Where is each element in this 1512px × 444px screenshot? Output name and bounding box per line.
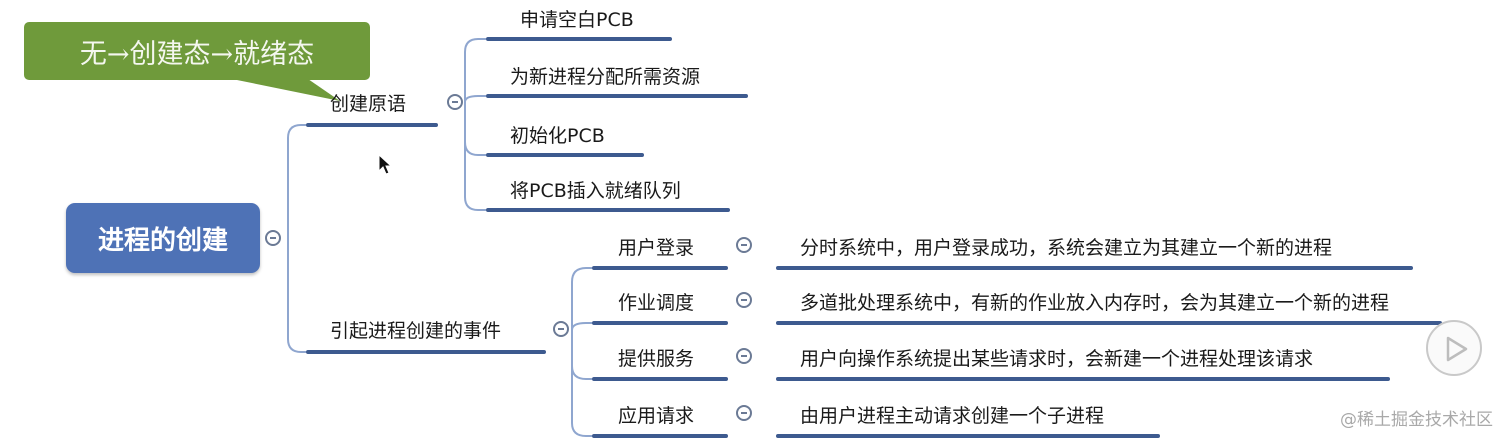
event-item-1-detail-line (776, 266, 1413, 270)
root-collapse-icon[interactable] (265, 230, 281, 246)
callout-text: 无→创建态→就绪态 (79, 38, 315, 70)
branch-events-label[interactable]: 引起进程创建的事件 (330, 320, 502, 342)
event-item-2-detail-line (776, 321, 1442, 325)
primitive-item-2-line (486, 94, 748, 98)
callout-bubble (24, 22, 370, 80)
primitive-item-4[interactable]: 将PCB插入就绪队列 (510, 180, 681, 202)
primitive-item-1-line (486, 37, 672, 41)
mouse-cursor-icon (378, 154, 392, 175)
event-item-4-line (592, 434, 728, 438)
event-item-3-line (592, 377, 728, 381)
event-item-4-detail-line (776, 434, 1160, 438)
branch-primitive-line (306, 123, 438, 127)
branch-events-collapse-icon[interactable] (553, 321, 569, 337)
event-item-1-detail[interactable]: 分时系统中，用户登录成功，系统会建立为其建立一个新的进程 (800, 237, 1333, 259)
event-item-2-collapse-icon[interactable] (736, 292, 752, 308)
branch-primitive-label[interactable]: 创建原语 (330, 93, 407, 115)
play-button-icon[interactable] (1426, 320, 1482, 376)
event-item-2-detail[interactable]: 多道批处理系统中，有新的作业放入内存时，会为其建立一个新的进程 (800, 292, 1390, 314)
primitive-item-4-line (486, 208, 730, 212)
event-item-2-line (592, 321, 728, 325)
root-node[interactable]: 进程的创建 (66, 203, 260, 273)
primitive-item-2[interactable]: 为新进程分配所需资源 (510, 66, 701, 88)
primitive-item-3[interactable]: 初始化PCB (510, 125, 605, 147)
event-item-2-label[interactable]: 作业调度 (618, 292, 695, 314)
event-item-3-detail-line (776, 377, 1390, 381)
branch-events-line (306, 350, 546, 354)
primitive-item-1[interactable]: 申请空白PCB (520, 9, 634, 31)
event-item-4-label[interactable]: 应用请求 (618, 405, 695, 427)
branch-primitive-collapse-icon[interactable] (447, 94, 463, 110)
event-item-3-label[interactable]: 提供服务 (618, 348, 695, 370)
event-item-3-collapse-icon[interactable] (736, 348, 752, 364)
event-item-1-label[interactable]: 用户登录 (618, 237, 695, 259)
event-item-4-collapse-icon[interactable] (736, 405, 752, 421)
event-item-1-collapse-icon[interactable] (736, 237, 752, 253)
primitive-item-3-line (486, 153, 644, 157)
event-item-1-line (592, 266, 728, 270)
watermark-text: @稀土掘金技术社区 (1340, 410, 1493, 430)
event-item-4-detail[interactable]: 由用户进程主动请求创建一个子进程 (800, 405, 1105, 427)
event-item-3-detail[interactable]: 用户向操作系统提出某些请求时，会新建一个进程处理该请求 (800, 348, 1314, 370)
